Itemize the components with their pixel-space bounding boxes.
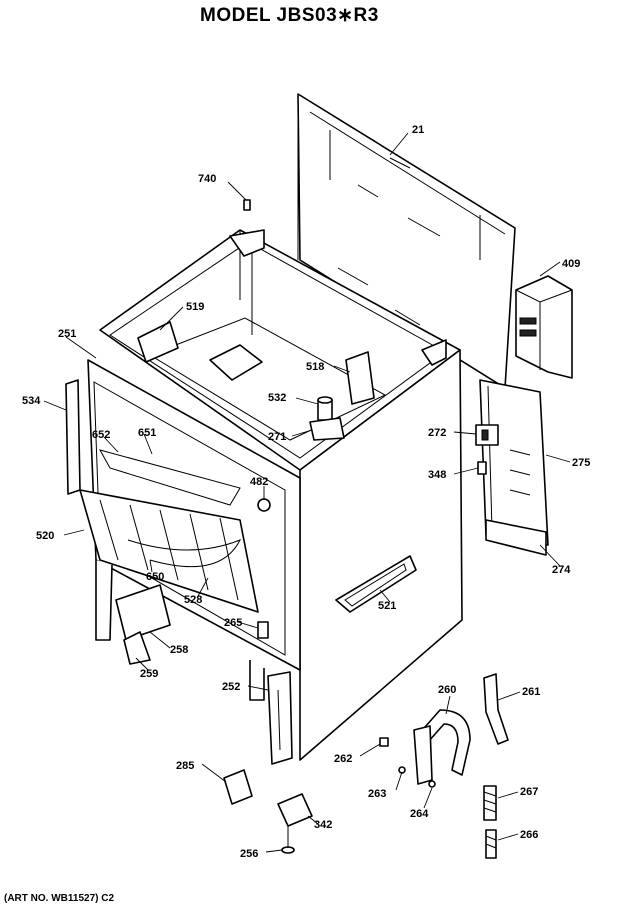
label-256: 256 [240, 848, 258, 860]
receptacle-285[interactable] [223, 769, 253, 805]
label-652: 652 [92, 429, 110, 441]
light-482[interactable] [257, 498, 271, 512]
bake-element-650[interactable] [127, 539, 242, 568]
art-number: (ART NO. WB11527) C2 [4, 893, 115, 904]
bracket-274[interactable] [485, 519, 547, 556]
label-528: 528 [184, 594, 202, 606]
label-272: 272 [428, 427, 446, 439]
part-348[interactable] [477, 461, 487, 475]
label-263: 263 [368, 788, 386, 800]
label-275: 275 [572, 457, 590, 469]
label-266: 266 [520, 829, 538, 841]
bracket-258[interactable] [115, 584, 171, 641]
label-534: 534 [22, 395, 41, 407]
label-21: 21 [412, 124, 424, 136]
leader-lines [43, 132, 571, 853]
label-258: 258 [170, 644, 188, 656]
element-bracket [209, 344, 263, 381]
oven-rack-520[interactable] [79, 489, 259, 613]
label-348: 348 [428, 469, 446, 481]
clip-262[interactable] [379, 737, 389, 747]
hinge-arm-261[interactable] [483, 673, 509, 745]
bracket-519[interactable] [137, 321, 179, 363]
label-262: 262 [334, 753, 352, 765]
label-409: 409 [562, 258, 580, 270]
label-740: 740 [198, 173, 216, 185]
label-252: 252 [222, 681, 240, 693]
foot-256[interactable] [281, 826, 295, 854]
clip-740[interactable] [243, 199, 251, 211]
label-271: 271 [268, 431, 286, 443]
vent-trim-521[interactable] [335, 555, 417, 613]
label-274: 274 [552, 564, 571, 576]
label-267: 267 [520, 786, 538, 798]
label-285: 285 [176, 760, 194, 772]
thermostat-532[interactable] [317, 396, 333, 421]
label-264: 264 [410, 808, 429, 820]
bracket-518[interactable] [345, 351, 375, 405]
switch-272[interactable] [475, 424, 499, 446]
leveler-342[interactable] [277, 793, 313, 827]
label-265-a: 265 [224, 617, 242, 629]
label-518: 518 [306, 361, 324, 373]
label-342: 342 [314, 819, 332, 831]
receptacle-265-a[interactable] [257, 621, 269, 639]
broil-element-652[interactable] [98, 449, 241, 506]
spring-267[interactable] [483, 785, 497, 821]
label-251: 251 [58, 328, 76, 340]
label-532: 532 [268, 392, 286, 404]
label-650: 650 [146, 571, 164, 583]
hinge-260[interactable] [413, 709, 471, 785]
thermostat-base-271[interactable] [309, 417, 345, 441]
side-trim-275[interactable] [479, 379, 549, 546]
label-520: 520 [36, 530, 54, 542]
label-521: 521 [378, 600, 396, 612]
gasket-534[interactable] [65, 379, 81, 495]
label-261: 261 [522, 686, 540, 698]
label-651: 651 [138, 427, 156, 439]
label-260: 260 [438, 684, 456, 696]
pin-264[interactable] [428, 780, 436, 788]
label-259: 259 [140, 668, 158, 680]
label-482: 482 [250, 476, 268, 488]
label-519: 519 [186, 301, 204, 313]
bracket-259[interactable] [123, 631, 151, 665]
spring-266[interactable] [485, 829, 497, 859]
terminal-box-409[interactable] [515, 275, 573, 379]
page-title: MODEL JBS03∗R3 [200, 5, 379, 26]
leg-252[interactable] [267, 671, 293, 765]
